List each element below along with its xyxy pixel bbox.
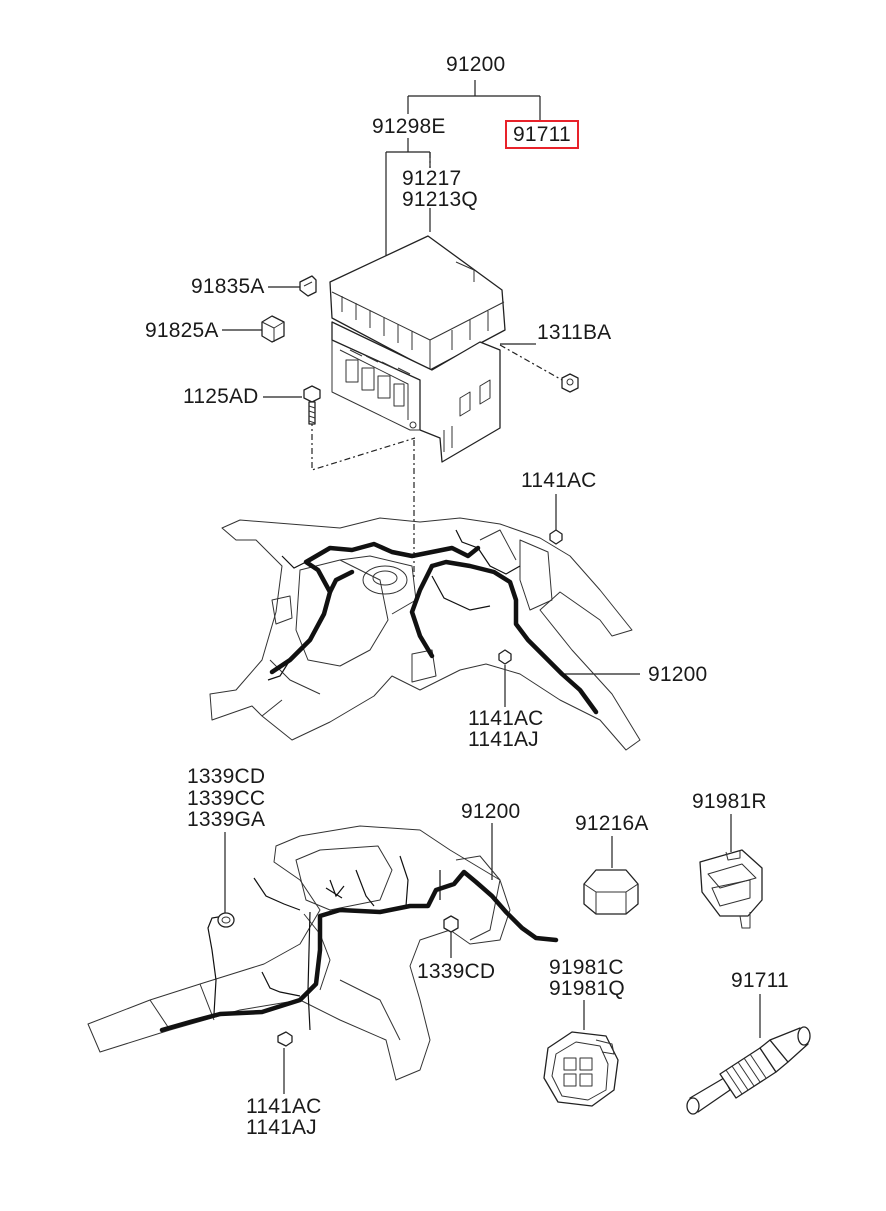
holder-part [699, 849, 763, 929]
label-fuse: 91835A [191, 275, 265, 298]
label-relay: 91825A [145, 319, 219, 342]
bolt-part [303, 385, 321, 425]
label-clip-upper: 1141AC [521, 469, 597, 492]
body-panel-low [87, 825, 559, 1081]
label-connector-a: 91981C [549, 956, 624, 979]
label-holder: 91981R [692, 790, 767, 813]
label-bolt: 1125AD [183, 385, 259, 408]
label-clip-low-b: 1141AJ [246, 1116, 317, 1139]
label-grommet-c: 1339GA [187, 808, 266, 831]
relay-part [261, 315, 285, 343]
label-sensor: 91711 [731, 969, 789, 992]
label-upper-cover-b: 91213Q [402, 188, 478, 211]
label-upper-cover-a: 91217 [402, 167, 462, 190]
nut-part [561, 373, 579, 393]
label-fuse-box: 91298E [372, 115, 446, 138]
label-nut-low: 1339CD [417, 960, 496, 983]
connector-cap-part [583, 869, 639, 915]
label-harness-mid: 91200 [648, 663, 708, 686]
label-highlighted-part[interactable]: 91711 [505, 120, 579, 149]
label-clip-low-a: 1141AC [246, 1095, 322, 1118]
label-connector-b: 91981Q [549, 977, 625, 1000]
label-top-assembly: 91200 [446, 53, 506, 76]
label-grommet-b: 1339CC [187, 787, 266, 810]
fuse-part [299, 275, 317, 297]
label-nut-right: 1311BA [537, 321, 612, 344]
sensor-part [686, 1026, 811, 1115]
junction-box [329, 235, 506, 463]
label-connector-cap: 91216A [575, 812, 649, 835]
leader-lines-top [222, 80, 761, 1094]
label-clip-mid-a: 1141AC [468, 707, 544, 730]
body-panel-mid [209, 517, 641, 751]
label-grommet-a: 1339CD [187, 765, 266, 788]
connector-part [543, 1031, 619, 1107]
label-clip-mid-b: 1141AJ [468, 728, 539, 751]
label-harness-low: 91200 [461, 800, 521, 823]
